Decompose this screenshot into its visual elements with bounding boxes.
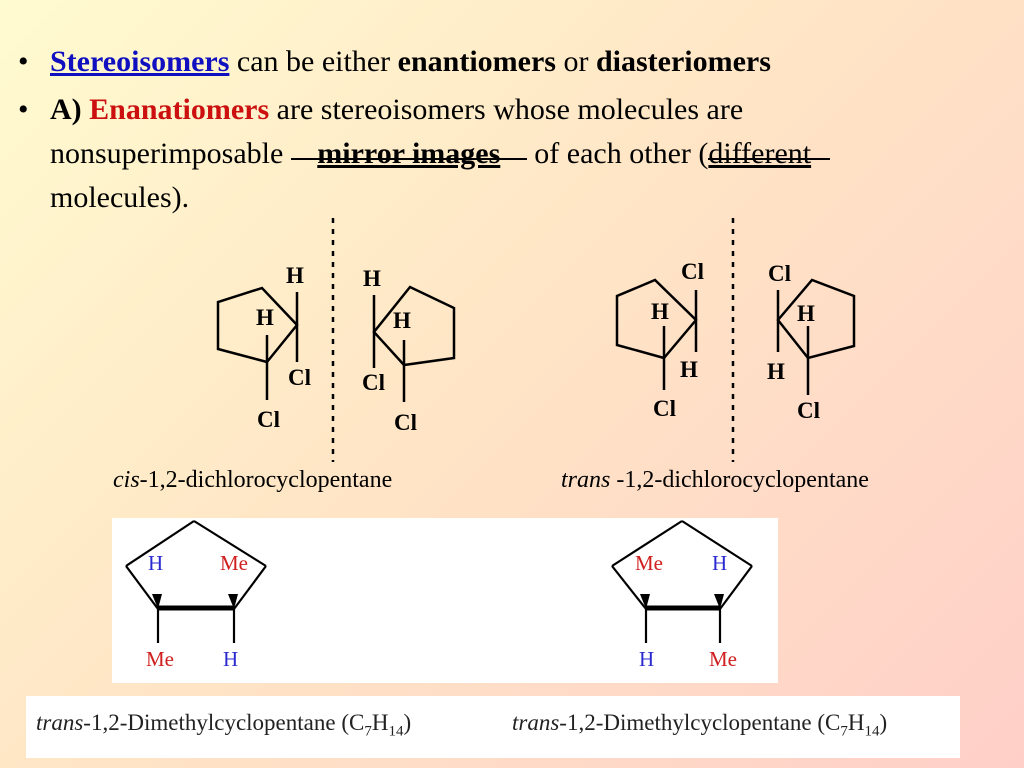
atom-label: Cl	[288, 365, 311, 390]
text: molecules).	[50, 181, 190, 214]
trans-left-ring	[615, 278, 698, 390]
blank-different: different	[708, 132, 831, 170]
term-enantiomers: enantiomers	[397, 45, 556, 78]
dimethyl-structures-panel: H Me Me H Me H H Me	[112, 518, 778, 683]
caption-dimethyl-right: trans-1,2-Dimethylcyclopentane (C7H14)	[512, 710, 888, 740]
atom-label: H	[797, 301, 815, 326]
dichlorocyclopentane-structures: H H Cl Cl H H Cl Cl Cl H H Cl Cl H H Cl	[216, 218, 856, 462]
group-label: H	[639, 647, 654, 671]
caption-dimethyl-left: trans-1,2-Dimethylcyclopentane (C7H14)	[36, 710, 412, 740]
term-stereoisomers: Stereoisomers	[50, 45, 230, 78]
group-label: H	[148, 551, 163, 575]
bullet-list: • Stereoisomers can be either enantiomer…	[10, 40, 1010, 220]
bullet-stereoisomers: • Stereoisomers can be either enantiomer…	[10, 40, 1010, 84]
atom-label: Cl	[394, 410, 417, 435]
text: can be either	[229, 45, 398, 78]
dimethyl-left-ring	[125, 520, 267, 643]
group-label: Me	[146, 647, 174, 671]
dimethyl-caption-box	[26, 696, 960, 758]
atom-label: Cl	[768, 261, 791, 286]
term-enanatiomers: Enanatiomers	[89, 93, 270, 126]
cis-left-ring	[216, 286, 299, 400]
group-label: Me	[220, 551, 248, 575]
trans-right-ring	[776, 278, 856, 395]
text: of each other (	[526, 137, 709, 170]
group-label: Me	[709, 647, 737, 671]
blank-mirror-images: mirror images	[290, 132, 527, 170]
group-label: H	[712, 551, 727, 575]
atom-label: H	[286, 263, 304, 288]
dimethyl-structures: H Me Me H Me H H Me	[125, 520, 753, 671]
text: nonsuperimposable	[50, 137, 291, 170]
atom-label: H	[767, 359, 785, 384]
atom-label: H	[256, 305, 274, 330]
atom-label: Cl	[797, 398, 820, 423]
text: are stereoisomers whose molecules are	[269, 93, 744, 126]
text: or	[555, 45, 596, 78]
dimethyl-right-ring	[611, 520, 753, 643]
atom-label: H	[651, 299, 669, 324]
caption-cis: cis-1,2-dichlorocyclopentane	[113, 467, 393, 493]
atom-label: Cl	[362, 370, 385, 395]
group-label: H	[223, 647, 238, 671]
atom-label: Cl	[257, 407, 280, 432]
atom-label: H	[363, 266, 381, 291]
bullet-dot: •	[18, 93, 29, 126]
cis-right-ring	[372, 285, 456, 402]
atom-label: H	[393, 308, 411, 333]
atom-label: Cl	[653, 396, 676, 421]
bullet-dot: •	[18, 45, 29, 78]
group-label: Me	[635, 551, 663, 575]
atom-label: Cl	[681, 259, 704, 284]
label-a: A)	[50, 93, 82, 126]
bullet-enantiomers: • A) Enanatiomers are stereoisomers whos…	[10, 88, 1010, 220]
atom-label: H	[680, 357, 698, 382]
term-diastereomers: diasteriomers	[595, 45, 771, 78]
caption-trans: trans -1,2-dichlorocyclopentane	[561, 467, 869, 493]
